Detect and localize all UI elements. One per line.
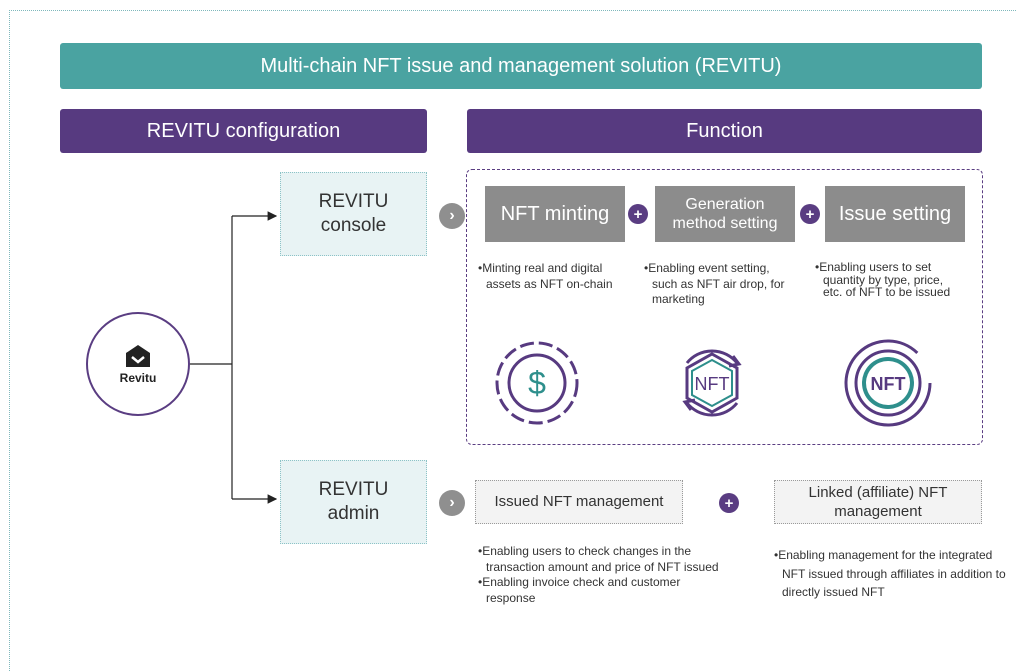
generation-method-description: Enabling event setting, such as NFT air … [644, 261, 794, 308]
bullet-item: Enabling invoice check and customer resp… [478, 575, 723, 606]
revitu-admin-box: REVITU admin [280, 460, 427, 544]
configuration-header: REVITU configuration [60, 109, 427, 153]
issued-nft-management-description: Enabling users to check changes in the t… [478, 544, 723, 606]
bullet-item: Minting real and digital assets as NFT o… [478, 261, 618, 292]
nft-text: NFT [871, 374, 906, 394]
function-header: Function [467, 109, 982, 153]
bullet-item: Enabling users to check changes in the t… [478, 544, 723, 575]
revitu-console-box: REVITU console [280, 172, 427, 256]
issue-setting-box: Issue setting [825, 186, 965, 242]
bullet-item: Enabling management for the integrated N… [774, 546, 1017, 602]
logo-label: Revitu [119, 371, 157, 385]
plus-icon: + [800, 204, 820, 224]
nft-text: NFT [695, 374, 730, 394]
nft-badge-icon: NFT [844, 339, 932, 427]
function-group-frame [466, 169, 983, 445]
plus-icon: + [628, 204, 648, 224]
chevron-right-icon: › [439, 203, 465, 229]
revitu-house-icon [126, 345, 150, 367]
dollar-sign: $ [528, 365, 546, 401]
page-title: Multi-chain NFT issue and management sol… [60, 43, 982, 89]
nft-minting-description: Minting real and digital assets as NFT o… [478, 261, 618, 292]
nft-minting-box: NFT minting [485, 186, 625, 242]
bullet-item: Enabling event setting, such as NFT air … [644, 261, 794, 308]
revitu-logo: Revitu [86, 312, 190, 416]
bullet-item: Enabling users to set quantity by type, … [815, 261, 960, 299]
nft-cycle-icon: NFT [682, 349, 742, 417]
chevron-right-icon: › [439, 490, 465, 516]
linked-nft-management-box: Linked (affiliate) NFT management [774, 480, 982, 524]
issued-nft-management-box: Issued NFT management [475, 480, 683, 524]
plus-icon: + [719, 493, 739, 513]
linked-nft-management-description: Enabling management for the integrated N… [774, 546, 1017, 602]
issue-setting-description: Enabling users to set quantity by type, … [815, 261, 960, 299]
connector-lines [190, 211, 278, 504]
generation-method-setting-box: Generation method setting [655, 186, 795, 242]
dollar-coin-icon: $ [495, 341, 579, 425]
diagram-frame [9, 10, 1017, 671]
